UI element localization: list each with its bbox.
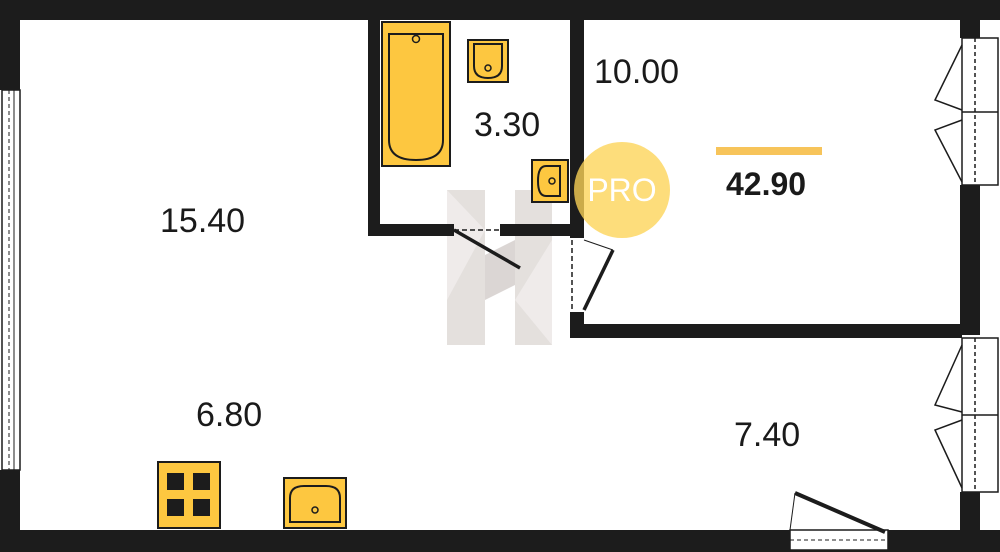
kitchen-area-label: 6.80 [196, 396, 263, 434]
living-area-label: 15.40 [160, 202, 246, 240]
pro-badge: PRO [574, 142, 670, 238]
bathroom-door [453, 228, 521, 270]
entrance-door [789, 491, 889, 551]
total-area-label: 42.90 [726, 166, 807, 202]
right-window-top [933, 37, 999, 186]
bathtub-icon [381, 21, 451, 167]
bedroom-door [571, 239, 615, 312]
kitchen-sink-icon [283, 477, 347, 529]
stove-icon [157, 461, 221, 529]
watermark-logo-icon [447, 190, 552, 345]
interior-walls [368, 18, 962, 338]
sink-icon [531, 159, 569, 203]
bedroom-area-label: 10.00 [594, 53, 680, 91]
left-window [1, 89, 21, 471]
right-window-bottom [933, 337, 999, 493]
pro-badge-text: PRO [587, 171, 657, 208]
hall-area-label: 7.40 [734, 416, 801, 454]
total-accent-bar [716, 147, 822, 155]
bathroom-area-label: 3.30 [474, 106, 541, 144]
toilet-icon [467, 39, 509, 83]
